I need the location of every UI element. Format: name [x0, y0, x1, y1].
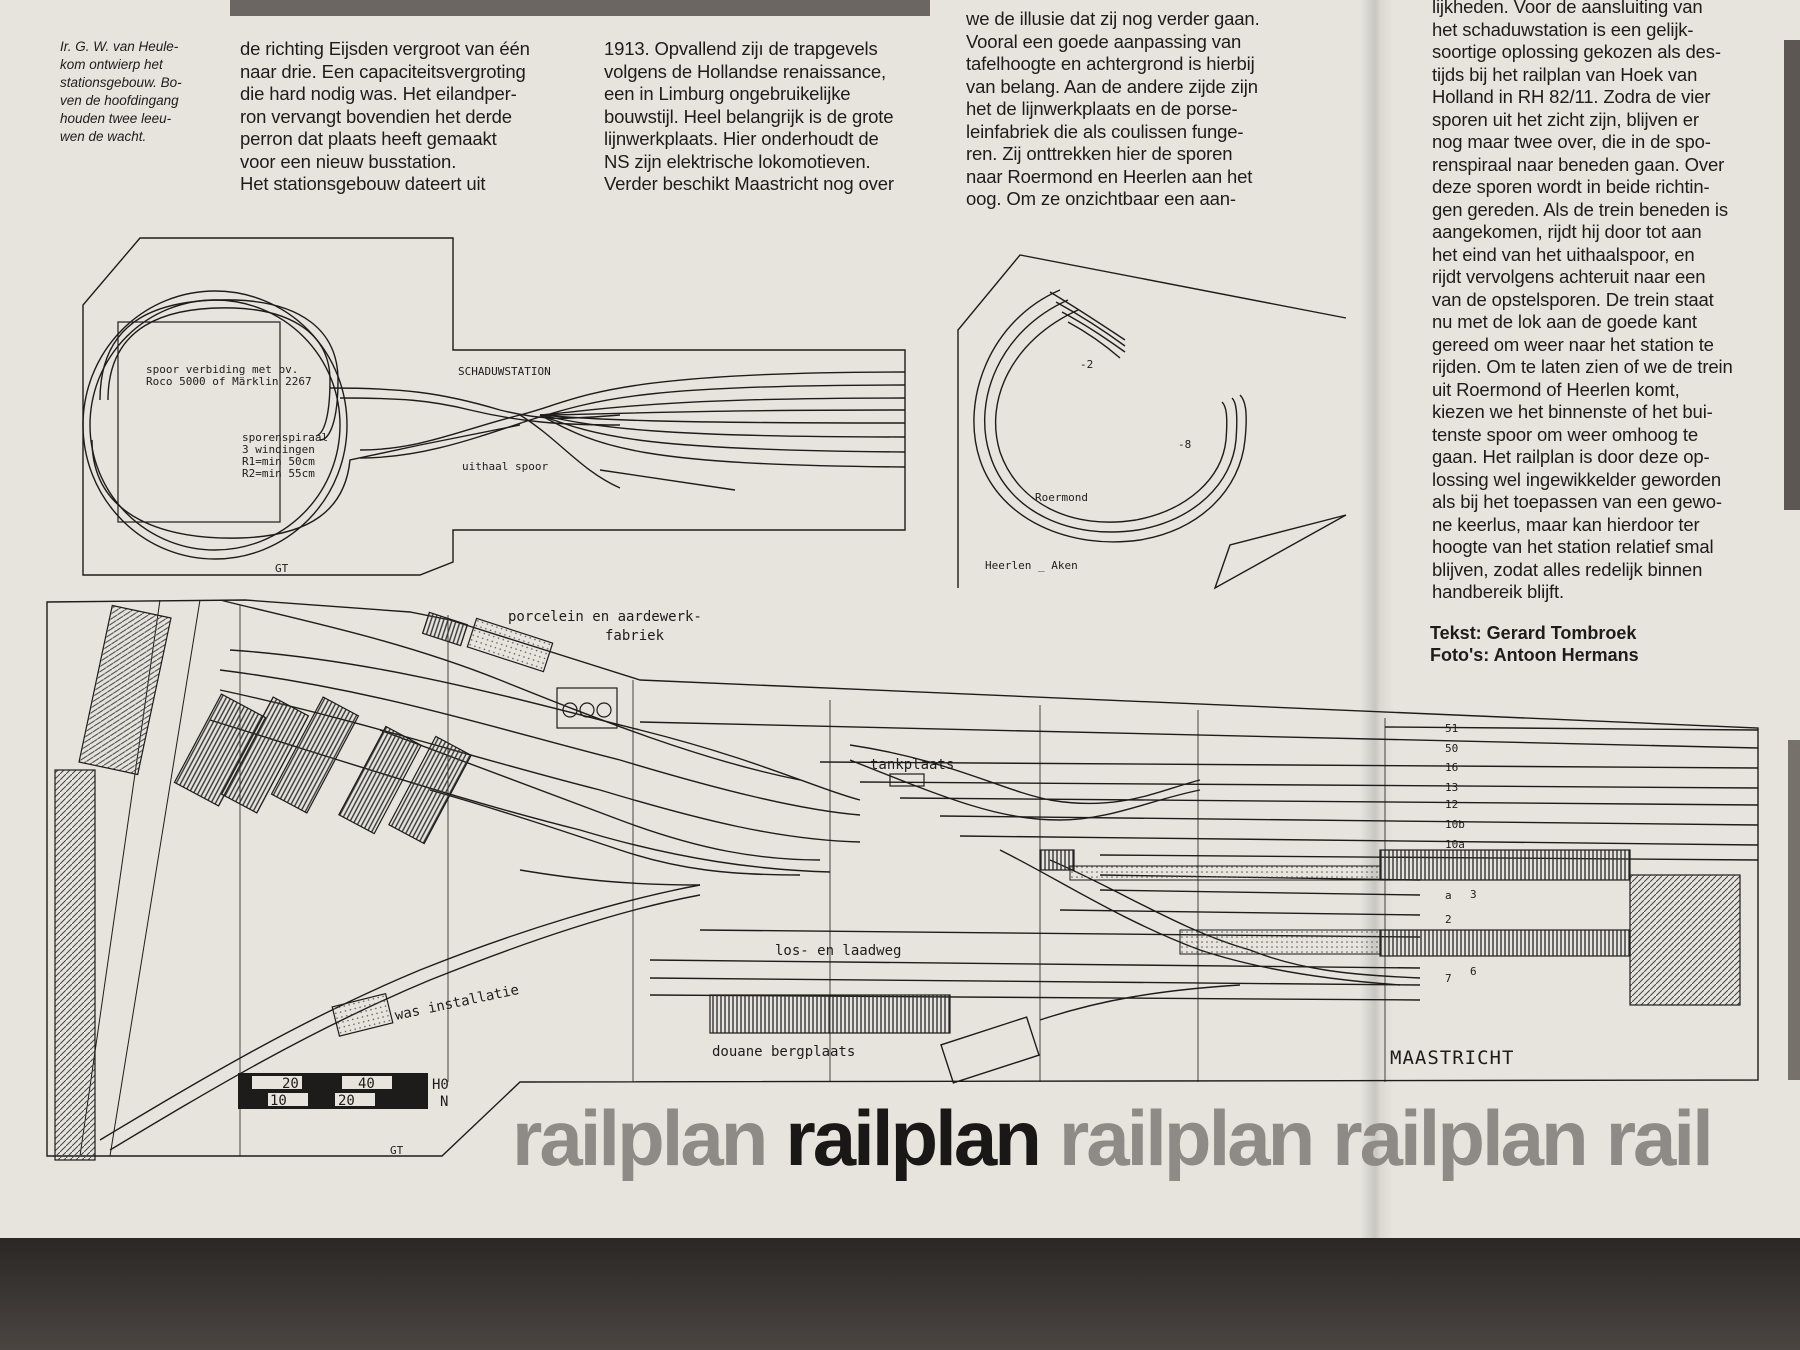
photo-edge-right-top — [1784, 40, 1800, 510]
track-7: 7 — [1445, 972, 1452, 985]
platform-shelter — [1039, 849, 1075, 871]
label-fabriek-1: porcelein en aardewerk- — [508, 609, 702, 625]
plan2-outline — [957, 254, 1347, 590]
label-schaduwstation: SCHADUWSTATION — [458, 365, 551, 378]
plan-schaduwstation — [82, 237, 906, 576]
platform-station-2 — [1379, 929, 1631, 957]
track-51: 51 — [1445, 722, 1458, 735]
label-wasinstallatie: was installatie — [394, 982, 521, 1024]
platform-island — [1069, 865, 1381, 881]
label-spiraal-2: 3 windingen — [242, 443, 315, 456]
station-building — [1629, 874, 1741, 1006]
scale-ho: H0 — [432, 1077, 449, 1093]
plan-spiraal-detail — [957, 254, 1347, 590]
banner-word-3: railplan — [1058, 1094, 1315, 1182]
shed-5 — [388, 735, 472, 845]
track-10b: 10b — [1445, 818, 1465, 831]
label-gt-plan1: GT — [275, 562, 289, 575]
scale-ho-40: 40 — [358, 1076, 375, 1092]
tankplaats-box — [889, 773, 925, 787]
building-left-terrace-2 — [78, 604, 172, 776]
label-douane: douane bergplaats — [712, 1044, 855, 1060]
label-spoorverbinding-1: spoor verbiding met bv. — [146, 363, 298, 376]
scale-n-30: 30 — [398, 1093, 415, 1109]
scale-n: N — [440, 1094, 448, 1110]
factory-building — [421, 611, 469, 647]
photo-edge-top — [230, 0, 930, 16]
label-spiraal-3: R1=min 50cm — [242, 455, 315, 468]
loading-shed — [940, 1016, 1040, 1084]
photo-edge-right-bottom — [1788, 740, 1800, 1080]
label-minus8: -8 — [1178, 438, 1191, 451]
buildings — [54, 604, 1741, 1161]
label-maastricht: MAASTRICHT — [1390, 1047, 1514, 1069]
factory-tanks — [556, 687, 618, 729]
track-50: 50 — [1445, 742, 1458, 755]
factory-yard — [466, 617, 554, 673]
label-tankplaats: tankplaats — [870, 757, 954, 773]
table-surface — [0, 1238, 1800, 1350]
track-a: a — [1445, 889, 1452, 902]
label-spoorverbinding-2: Roco 5000 of Märklin 2267 — [146, 375, 312, 388]
text-column-4: lijkheden. Voor de aansluiting van het s… — [1432, 0, 1733, 602]
scale-n-10: 10 — [270, 1093, 287, 1109]
page-fold — [1360, 0, 1394, 1240]
label-roermond: Roermond — [1035, 491, 1088, 504]
plan3-outline — [46, 599, 1759, 1157]
text-column-3: we de illusie dat zij nog verder gaan. V… — [966, 8, 1260, 209]
railplan-drawings: spoor verbiding met bv. Roco 5000 of Mär… — [46, 237, 1759, 1161]
shed-3 — [270, 696, 360, 814]
text-column-2: 1913. Opvallend zijı de trapgevels volge… — [604, 38, 894, 194]
magazine-page: Ir. G. W. van Heule- kom ontwierp het st… — [0, 0, 1800, 1240]
track-13: 13 — [1445, 781, 1458, 794]
scale-bar — [238, 1073, 428, 1109]
track-2: 2 — [1445, 913, 1452, 926]
platform-dots — [1179, 929, 1381, 955]
label-gt-plan3: GT — [390, 1144, 404, 1157]
plan1-outline — [82, 237, 906, 576]
track-12: 12 — [1445, 798, 1458, 811]
banner-word-1: railplan — [512, 1094, 768, 1182]
banner-word-4: railplan — [1332, 1094, 1588, 1182]
label-fabriek-2: fabriek — [605, 628, 665, 644]
text-column-1: de richting Eijsden vergroot van één naa… — [240, 38, 530, 194]
label-spiraal-4: R2=min 55cm — [242, 467, 315, 480]
label-uithaalspoor: uithaal spoor — [462, 460, 548, 473]
douane-bergplaats — [709, 994, 951, 1034]
scale-ho-20: 20 — [282, 1076, 299, 1092]
label-los-laadweg: los- en laadweg — [775, 943, 901, 959]
track-6: 6 — [1470, 965, 1477, 978]
platform-station-1 — [1379, 849, 1631, 881]
track-3: 3 — [1470, 888, 1477, 901]
shed-2 — [220, 696, 310, 814]
label-heerlen-aken: Heerlen _ Aken — [985, 559, 1078, 572]
track-16: 16 — [1445, 761, 1458, 774]
scale-n-20: 20 — [338, 1093, 355, 1109]
label-minus2: -2 — [1080, 358, 1093, 371]
photo-caption: Ir. G. W. van Heule- kom ontwierp het st… — [60, 39, 182, 144]
banner-word-5: rail — [1605, 1094, 1714, 1182]
label-spiraal-1: sporenspiraal — [242, 431, 328, 444]
shed-4 — [338, 725, 422, 835]
credits: Tekst: Gerard Tombroek Foto's: Antoon He… — [1430, 623, 1639, 665]
building-left-terrace — [54, 769, 96, 1161]
banner-word-2: railplan — [785, 1094, 1041, 1182]
track-10a: 10a — [1445, 838, 1465, 851]
was-installatie-building — [331, 992, 394, 1037]
